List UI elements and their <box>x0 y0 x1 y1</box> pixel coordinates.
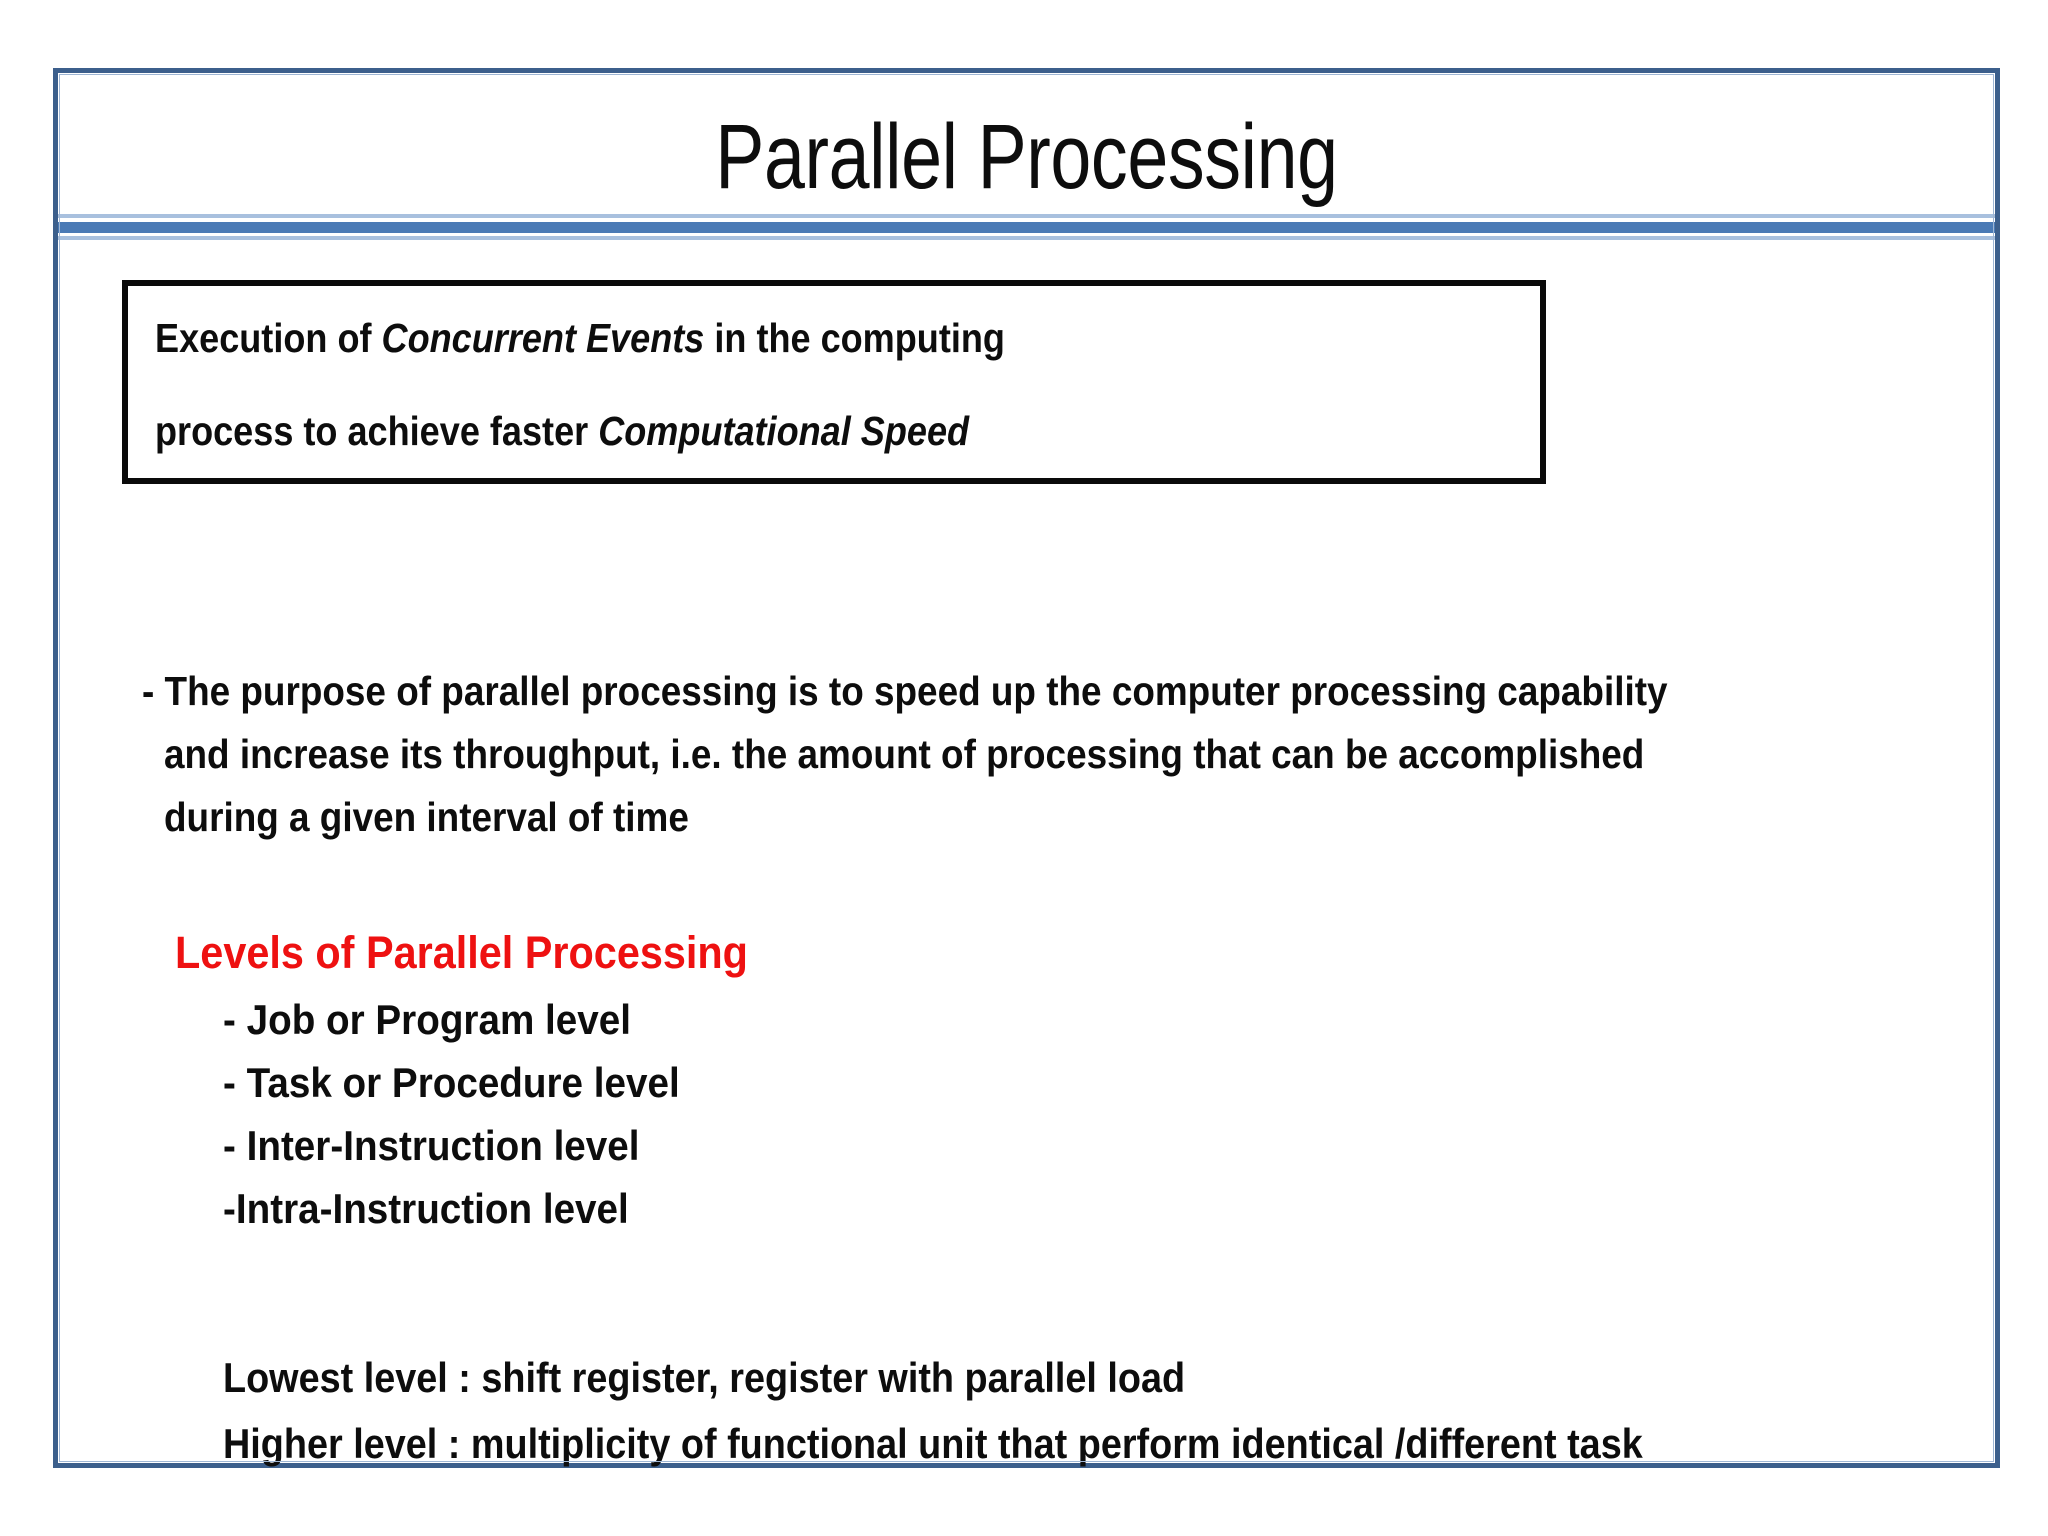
purpose-line-1: - The purpose of parallel processing is … <box>142 668 1668 714</box>
statement-box: Execution of Concurrent Events in the co… <box>122 280 1546 484</box>
footer-notes: Lowest level : shift register, register … <box>223 1345 1801 1477</box>
note-higher-level: Higher level : multiplicity of functiona… <box>223 1420 1643 1467</box>
divider-line-thick <box>58 222 1995 233</box>
levels-list: - Job or Program level - Task or Procedu… <box>223 988 719 1240</box>
slide-frame: Parallel Processing Execution of Concurr… <box>53 68 2000 1468</box>
title-divider <box>58 214 1995 244</box>
divider-gap-upper <box>58 219 1995 222</box>
purpose-paragraph: - The purpose of parallel processing is … <box>142 660 1952 849</box>
levels-item-inter-instruction: - Inter-Instruction level <box>223 1122 640 1169</box>
divider-line-top-light <box>58 214 1995 218</box>
statement-line-2-prefix: process to achieve faster <box>155 408 599 454</box>
statement-line-1-emphasis: Concurrent Events <box>381 315 705 361</box>
divider-line-bottom-light <box>58 236 1995 240</box>
note-lowest-level: Lowest level : shift register, register … <box>223 1354 1186 1401</box>
purpose-line-3: during a given interval of time <box>164 794 689 840</box>
levels-item-job-program: - Job or Program level <box>223 996 631 1043</box>
levels-item-task-procedure: - Task or Procedure level <box>223 1059 680 1106</box>
statement-line-2: process to achieve faster Computational … <box>155 411 969 452</box>
divider-gap-lower <box>58 233 1995 236</box>
statement-line-1-prefix: Execution of <box>155 315 382 361</box>
purpose-line-2: and increase its throughput, i.e. the am… <box>164 731 1645 777</box>
levels-heading: Levels of Parallel Processing <box>175 927 748 978</box>
slide-title: Parallel Processing <box>715 106 1338 208</box>
statement-line-1-suffix: in the computing <box>704 315 1005 361</box>
statement-line-2-emphasis: Computational Speed <box>598 408 970 454</box>
levels-item-intra-instruction: -Intra-Instruction level <box>223 1185 629 1232</box>
statement-line-1: Execution of Concurrent Events in the co… <box>155 318 1005 359</box>
